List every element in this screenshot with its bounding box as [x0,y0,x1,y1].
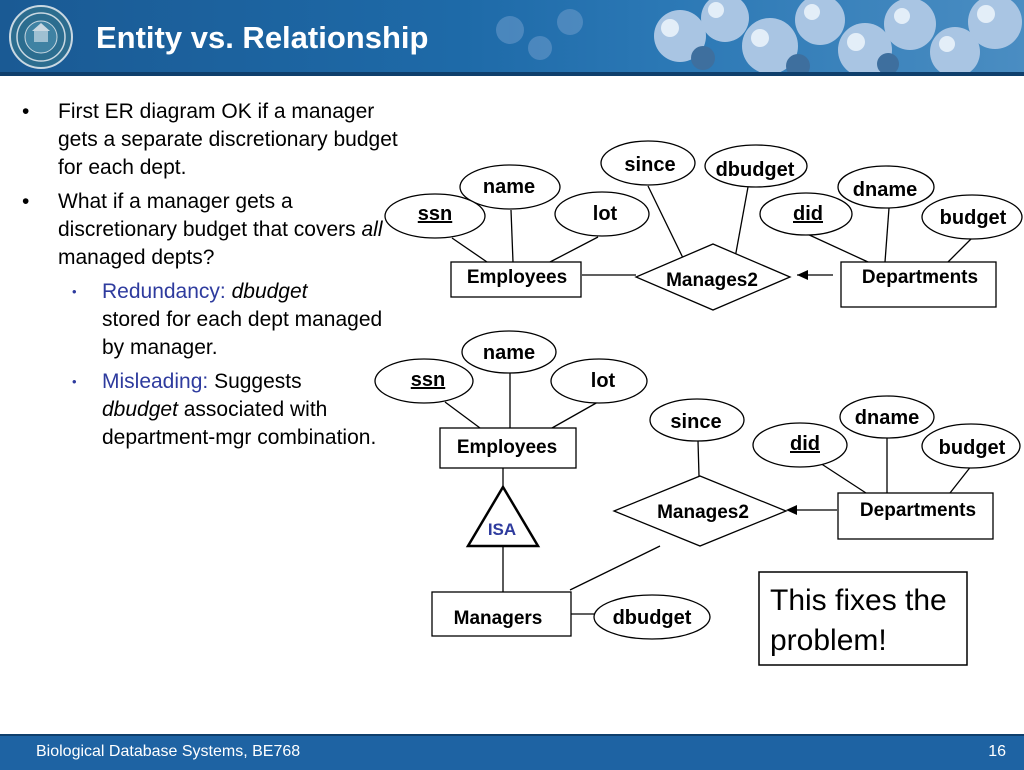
svg-text:lot: lot [593,203,618,225]
bullet-text: What if a manager gets a discretionary b… [58,190,362,241]
sub-bullet-item: • Redundancy: dbudget stored for each de… [20,278,400,362]
svg-text:lot: lot [591,370,616,392]
bullet-icon: • [22,100,30,123]
attr-since-1: since [600,140,696,186]
arrow-head-icon [786,505,797,515]
svg-text:dbudget: dbudget [716,159,795,181]
page-number: 16 [988,743,1006,760]
entity-departments-2: Departments [837,492,994,540]
sub-bullet-text: associated with department-mgr combinati… [102,398,377,449]
sub-bullet-text: Suggests [214,370,302,393]
sub-bullet-heading: Misleading: [102,370,215,393]
bullet-text: managed depts? [58,246,215,269]
attr-dbudget-2: dbudget [593,594,711,640]
svg-text:dname: dname [853,179,917,201]
attr-since-2: since [649,398,745,442]
sub-bullet-item: • Misleading: Suggests dbudget associate… [20,368,400,452]
attr-budget-2: budget [921,423,1021,469]
relationship-manages2-2: Manages2 [612,475,788,547]
emphasis-text: all [361,218,383,241]
footer-text: Biological Database Systems, BE768 [36,743,301,760]
svg-text:Employees: Employees [457,437,557,458]
slide-header: Entity vs. Relationship [0,0,1024,76]
university-seal-logo [9,5,73,69]
svg-text:since: since [670,411,721,433]
entity-departments-1: Departments [840,261,997,308]
svg-text:did: did [793,203,823,225]
attr-did-1: did [759,192,853,236]
attr-lot-1: lot [554,191,650,237]
svg-text:dname: dname [855,407,919,429]
svg-text:name: name [483,176,535,198]
slide-title: Entity vs. Relationship [96,20,429,55]
bullet-text: First ER diagram OK if a manager gets a … [58,100,398,179]
svg-text:Departments: Departments [860,500,976,521]
attr-did-2: did [752,422,848,468]
svg-text:ssn: ssn [411,369,445,391]
svg-text:Manages2: Manages2 [666,270,758,291]
bullet-icon: • [22,190,30,213]
entity-employees-1: Employees [450,261,582,298]
sub-bullet-heading: Redundancy: [102,280,232,303]
attr-name-1: name [459,164,561,210]
attr-dname-1: dname [837,165,935,209]
svg-text:Managers: Managers [454,608,543,629]
attr-dbudget-1: dbudget [704,144,808,188]
isa-triangle: ISA [465,484,541,548]
entity-employees-2: Employees [439,427,577,469]
note-line-1: This fixes the [770,584,947,617]
svg-text:Departments: Departments [862,267,978,288]
attr-ssn-1: ssn [384,193,486,239]
slide-footer: Biological Database Systems, BE768 16 [0,734,1024,770]
sub-bullet-icon: • [72,284,77,299]
svg-text:Manages2: Manages2 [657,502,749,523]
emphasis-text: dbudget [102,398,178,421]
note-line-2: problem! [770,624,887,657]
molecule-banner-image [496,0,1022,72]
attr-ssn-2: ssn [374,358,474,404]
attr-name-2: name [461,330,557,374]
svg-text:ssn: ssn [418,203,452,225]
svg-text:dbudget: dbudget [613,607,692,629]
note-box: This fixes the problem! [758,571,968,666]
sub-bullet-text: stored for each dept managed by manager. [102,308,383,359]
svg-text:ISA: ISA [488,520,516,539]
attr-budget-1: budget [921,194,1023,240]
svg-text:Employees: Employees [467,267,567,288]
bullet-list: • First ER diagram OK if a manager gets … [20,98,400,452]
svg-text:budget: budget [940,207,1007,229]
svg-text:name: name [483,342,535,364]
relationship-manages2-1: Manages2 [634,243,792,311]
attr-dname-2: dname [839,395,935,439]
sub-bullet-icon: • [72,374,77,389]
attr-lot-2: lot [550,358,648,404]
emphasis-text: dbudget [231,280,308,303]
arrow-head-icon [797,270,808,280]
bullet-item: • What if a manager gets a discretionary… [20,188,400,272]
svg-text:did: did [790,433,820,455]
svg-text:budget: budget [939,437,1006,459]
svg-text:since: since [624,154,675,176]
bullet-item: • First ER diagram OK if a manager gets … [20,98,400,182]
entity-managers: Managers [431,591,572,637]
